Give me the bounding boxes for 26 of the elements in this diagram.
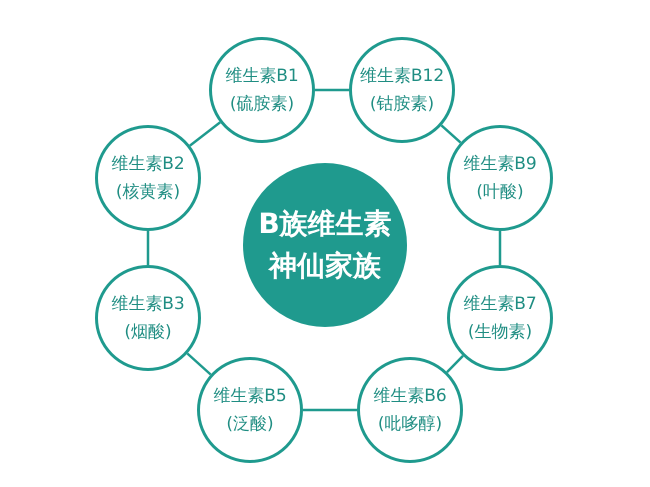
connector-line	[186, 352, 212, 376]
vitamin-alias: (核黄素)	[116, 181, 180, 204]
vitamin-name: 维生素B5	[213, 385, 287, 408]
vitamin-alias: (叶酸)	[476, 181, 524, 204]
vitamin-name: 维生素B9	[463, 153, 537, 176]
vitamin-alias: (钴胺素)	[370, 93, 434, 116]
vitamin-alias: (硫胺素)	[230, 93, 294, 116]
connector-line	[446, 355, 464, 373]
connector-line	[189, 121, 221, 147]
connector-line	[303, 408, 357, 412]
vitamin-name: 维生素B6	[373, 385, 447, 408]
vitamin-alias: (生物素)	[468, 321, 532, 344]
connector-line	[498, 231, 502, 265]
vitamin-alias: (烟酸)	[124, 321, 172, 344]
vitamin-name: 维生素B12	[360, 65, 444, 88]
vitamin-name: 维生素B3	[111, 293, 185, 316]
connector-line	[440, 124, 462, 144]
vitamin-name: 维生素B2	[111, 153, 185, 176]
vitamin-name: 维生素B7	[463, 293, 537, 316]
connector-line	[146, 231, 150, 265]
vitamin-alias: (泛酸)	[226, 413, 274, 436]
vitamin-name: 维生素B1	[225, 65, 299, 88]
connector-line	[315, 88, 349, 92]
circle-title: B族维生素	[258, 206, 392, 242]
vitamin-alias: (吡哆醇)	[378, 413, 442, 436]
circle-title: 神仙家族	[269, 248, 381, 284]
